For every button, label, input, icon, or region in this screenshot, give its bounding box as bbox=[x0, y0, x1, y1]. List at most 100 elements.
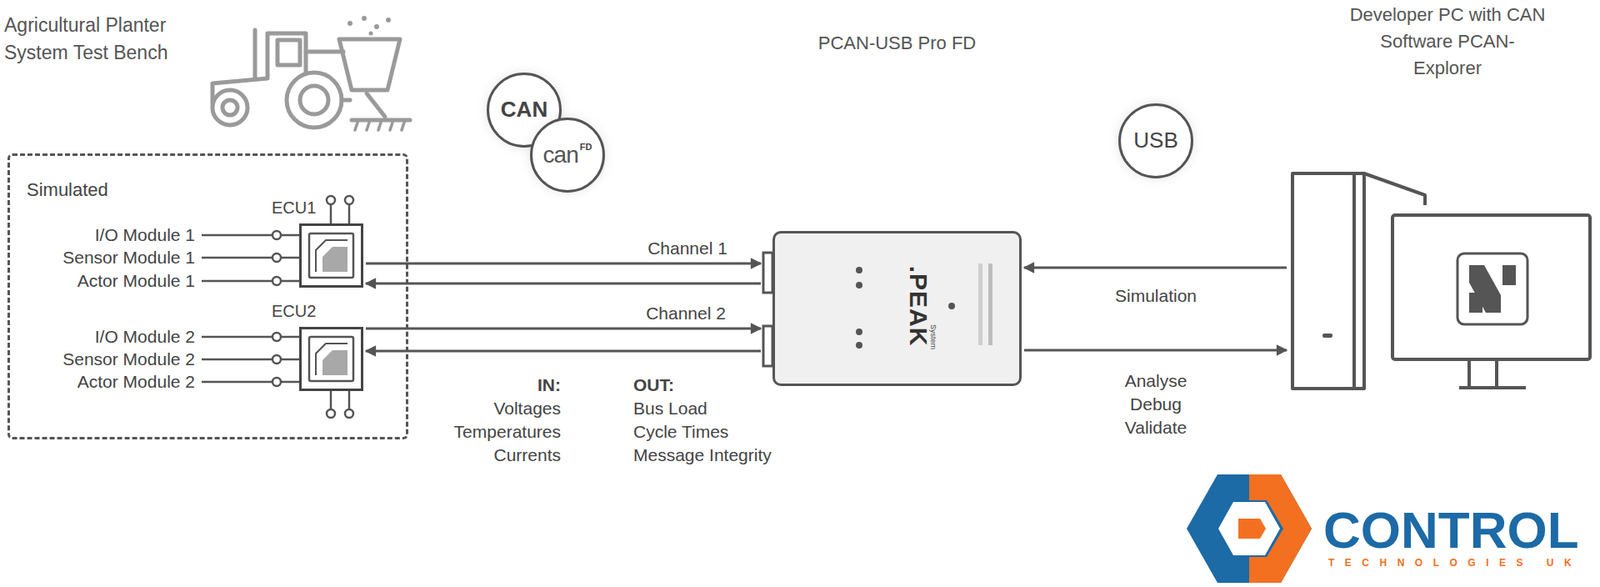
tractor-illustration bbox=[212, 30, 410, 130]
edge-label: Channel 2 bbox=[643, 302, 729, 324]
module-label: Actor Module 2 bbox=[77, 370, 195, 392]
ecu-chip-core bbox=[322, 350, 348, 375]
pin-terminal bbox=[345, 195, 354, 205]
front-hub bbox=[222, 100, 238, 115]
module-label: I/O Module 1 bbox=[95, 224, 195, 245]
edge-label: Simulation bbox=[1112, 285, 1200, 306]
pin-terminal bbox=[272, 230, 281, 240]
developer-pc: Developer PC with CAN Software PCAN-Expl… bbox=[1290, 170, 1593, 394]
device-stripe bbox=[988, 263, 993, 345]
pc-tower-edge bbox=[1352, 173, 1356, 389]
signal-name: Voltages bbox=[493, 397, 561, 419]
app-icon-stroke bbox=[1469, 265, 1516, 313]
ecu-graphic bbox=[299, 223, 364, 288]
exhaust-pipe bbox=[253, 30, 258, 79]
signal-name: Bus Load bbox=[633, 397, 708, 419]
pin-terminal bbox=[272, 355, 281, 364]
company-logo-mark bbox=[1186, 474, 1312, 583]
module-label: Sensor Module 1 bbox=[62, 246, 195, 268]
ecu-chip-bracket bbox=[315, 343, 348, 375]
leader-line bbox=[201, 235, 300, 281]
seed-dot bbox=[369, 31, 374, 36]
hopper-arm bbox=[305, 50, 344, 55]
can-port bbox=[763, 325, 773, 366]
ecu-box: ECU2 bbox=[299, 326, 364, 391]
company-tagline: TECHNOLOGIES UK bbox=[1328, 556, 1582, 569]
leader-line bbox=[201, 336, 300, 382]
usb-badge: USB bbox=[1118, 103, 1194, 179]
module-label: Actor Module 1 bbox=[77, 270, 195, 291]
signal-name: Currents bbox=[493, 444, 561, 465]
logo-arrow-bar bbox=[1238, 518, 1266, 539]
pc-tower bbox=[1292, 173, 1365, 389]
node-label: Simulated bbox=[26, 179, 109, 201]
edge-label: Channel 1 bbox=[645, 237, 730, 259]
pin-terminal bbox=[272, 253, 281, 262]
pin-terminal bbox=[345, 409, 354, 418]
status-led bbox=[855, 328, 863, 335]
node-label: ECU1 bbox=[271, 197, 316, 218]
ecu-box: ECU1 bbox=[299, 223, 364, 288]
node-label: CAN bbox=[500, 96, 548, 123]
node-label: ECU2 bbox=[271, 300, 316, 321]
seed-dot bbox=[374, 24, 380, 30]
pin-terminal bbox=[272, 377, 281, 386]
status-led bbox=[855, 341, 863, 349]
company-name: CONTROL bbox=[1323, 499, 1580, 561]
logo-hexagon bbox=[1186, 474, 1312, 583]
pin-terminal bbox=[272, 332, 281, 341]
node-sublabel: FD bbox=[580, 141, 593, 153]
seed-dot bbox=[385, 17, 391, 23]
module-label: Sensor Module 2 bbox=[62, 348, 195, 370]
node-label: PCAN-USB Pro FD bbox=[818, 32, 976, 55]
planter-teeth bbox=[355, 120, 405, 130]
ecu-graphic bbox=[299, 326, 364, 391]
ecu-chip-outline bbox=[309, 233, 354, 278]
canfd-badge: canFD bbox=[530, 117, 605, 193]
edge-label: Analyse Debug Validate bbox=[1107, 369, 1205, 440]
status-led bbox=[855, 281, 863, 289]
seed-dot bbox=[347, 20, 353, 26]
logo-hexagon-inner bbox=[1218, 501, 1280, 555]
cab-window bbox=[277, 40, 300, 65]
seed-dots bbox=[347, 15, 391, 36]
node-label: Developer PC with CAN Software PCAN-Expl… bbox=[1347, 1, 1548, 82]
app-icon bbox=[1457, 253, 1528, 325]
ecu-chip-bracket bbox=[315, 240, 348, 272]
simulated-region: SimulatedECU1ECU2 bbox=[7, 153, 409, 440]
pc-tower-top bbox=[1364, 173, 1425, 205]
signal-name: Message Integrity bbox=[633, 444, 772, 465]
seed-dot bbox=[361, 15, 367, 21]
pc-monitor bbox=[1392, 215, 1590, 360]
device-graphic bbox=[772, 230, 1022, 386]
rear-wheel bbox=[286, 72, 342, 128]
brand-logo-text: .PEAK bbox=[903, 265, 934, 347]
signal-heading: OUT: bbox=[633, 374, 675, 395]
front-wheel bbox=[212, 90, 248, 125]
signal-arrow bbox=[365, 282, 761, 285]
pc-monitor-stand bbox=[1459, 359, 1526, 388]
status-led bbox=[855, 266, 863, 274]
signal-arrow bbox=[1024, 349, 1287, 352]
signal-arrow bbox=[365, 327, 761, 330]
signal-name: Temperatures bbox=[454, 420, 561, 442]
rear-hub bbox=[300, 85, 329, 115]
signal-arrow bbox=[365, 262, 761, 265]
device-stripe bbox=[978, 263, 983, 345]
node-label: can bbox=[543, 140, 579, 170]
signal-name: Cycle Times bbox=[633, 420, 729, 442]
seed-hopper bbox=[339, 39, 400, 90]
pc-drive-slot bbox=[1322, 333, 1333, 338]
signal-arrow bbox=[365, 350, 761, 353]
status-led bbox=[948, 302, 955, 310]
brand-logo-text: System bbox=[929, 324, 939, 350]
hitch bbox=[341, 98, 350, 103]
can-port bbox=[763, 252, 773, 293]
tractor-body bbox=[212, 33, 306, 104]
ecu-chip-core bbox=[322, 246, 348, 272]
planter-brace bbox=[366, 93, 385, 117]
pc-graphic bbox=[1290, 170, 1593, 394]
signal-arrow bbox=[1024, 266, 1287, 270]
pin-terminal bbox=[326, 409, 335, 418]
